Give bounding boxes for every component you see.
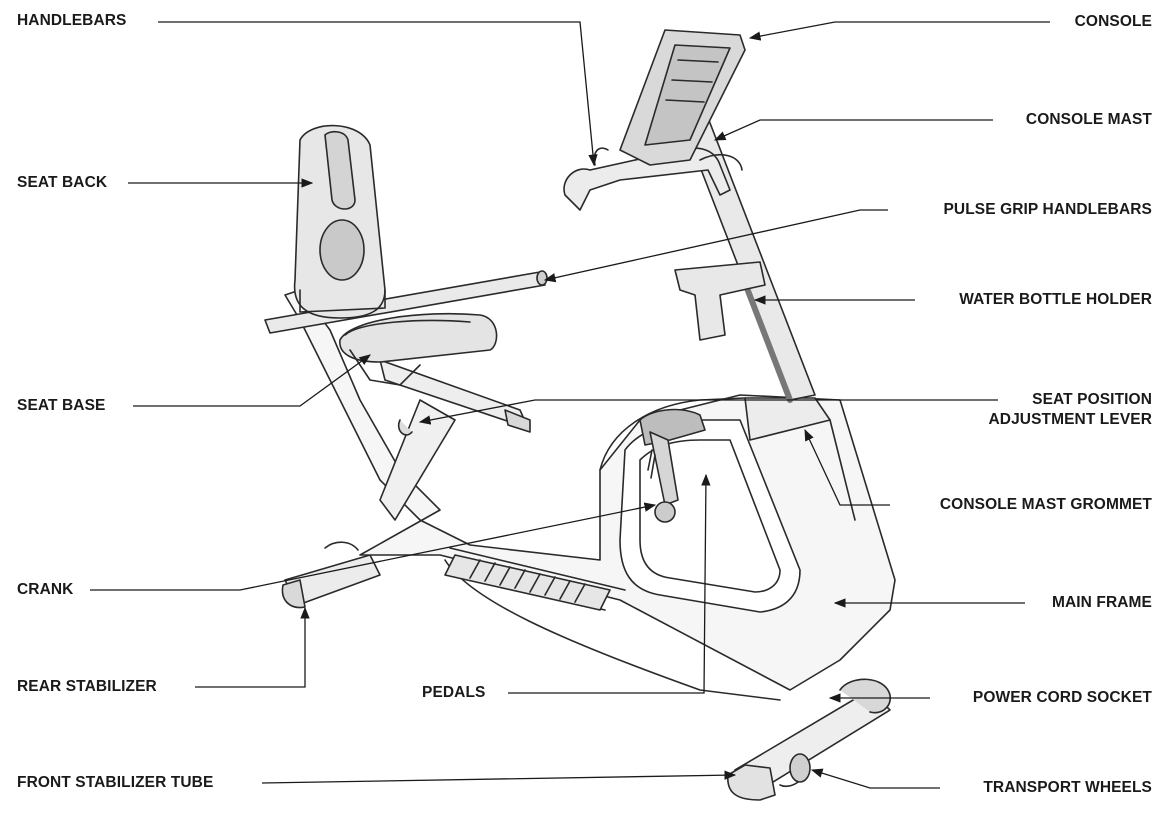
leader-grommet <box>804 428 890 506</box>
label-front-stabilizer-tube: FRONT STABILIZER TUBE <box>17 774 214 791</box>
water-bottle-holder-shape <box>674 261 766 341</box>
leader-pedals <box>508 473 711 694</box>
leader-crank <box>90 502 657 591</box>
label-crank: CRANK <box>17 581 74 598</box>
label-transport-wheels: TRANSPORT WHEELS <box>983 779 1152 796</box>
label-console-mast-grommet: CONSOLE MAST GROMMET <box>939 496 1152 513</box>
frame-vent <box>444 554 611 611</box>
pedal-crank <box>639 408 706 523</box>
leader-front-stabilizer <box>261 770 737 784</box>
label-water-bottle-holder: WATER BOTTLE HOLDER <box>959 291 1152 308</box>
front-stabilizer <box>727 678 891 801</box>
label-seat-position-line2: ADJUSTMENT LEVER <box>988 411 1152 428</box>
seat-rail <box>379 359 531 521</box>
label-console: CONSOLE <box>1074 13 1152 30</box>
leader-seat-base <box>133 354 371 407</box>
label-seat-base: SEAT BASE <box>17 397 106 414</box>
seat-back-shape <box>293 124 386 319</box>
label-seat-back: SEAT BACK <box>17 174 108 191</box>
leader-transport-wheels <box>810 768 940 789</box>
label-pulse-grip-handlebars: PULSE GRIP HANDLEBARS <box>943 201 1152 218</box>
seat-base-shape <box>339 312 498 386</box>
label-power-cord-socket: POWER CORD SOCKET <box>972 689 1152 706</box>
label-console-mast: CONSOLE MAST <box>1025 111 1152 128</box>
leader-handlebars <box>158 21 598 167</box>
leader-console <box>748 21 1050 41</box>
label-rear-stabilizer: REAR STABILIZER <box>17 678 157 695</box>
leader-rear-stabilizer <box>195 606 310 688</box>
label-handlebars: HANDLEBARS <box>17 12 127 29</box>
leader-seat-position <box>418 399 998 425</box>
label-seat-position-line1: SEAT POSITION <box>1032 391 1152 408</box>
leader-pulse-grip <box>543 209 888 283</box>
rear-stabilizer <box>281 541 381 609</box>
leader-console-mast <box>713 119 993 141</box>
leader-lines <box>90 21 1050 789</box>
label-main-frame: MAIN FRAME <box>1051 594 1152 611</box>
console-head <box>619 29 746 166</box>
label-pedals: PEDALS <box>422 684 486 701</box>
